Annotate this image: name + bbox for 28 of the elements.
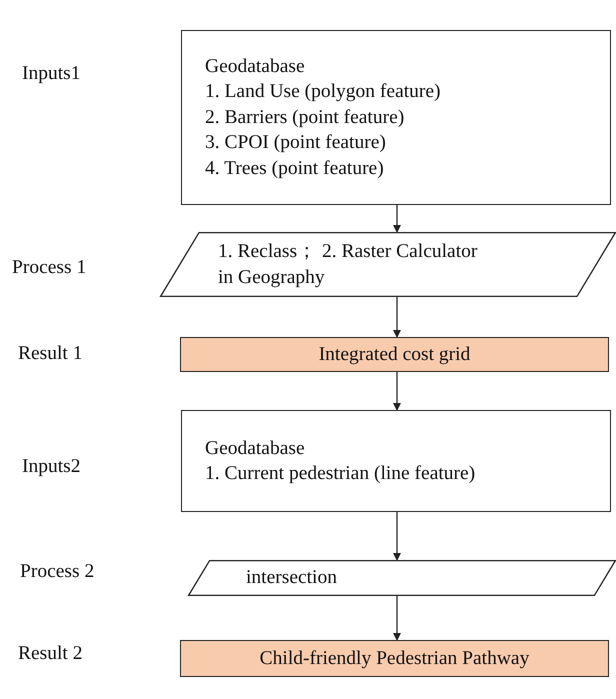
box-text: 1. Current pedestrian (line feature)	[205, 462, 476, 486]
arrow	[393, 372, 401, 411]
box-text: 2. Barriers (point feature)	[205, 106, 404, 130]
arrow	[393, 512, 401, 561]
input-box	[181, 30, 611, 205]
arrow	[393, 205, 401, 233]
input-box	[181, 410, 611, 512]
row-label: Result 2	[18, 643, 82, 665]
arrow	[393, 596, 401, 641]
arrow	[393, 297, 401, 338]
box-text: intersection	[246, 566, 337, 590]
row-label: Process 1	[12, 257, 86, 279]
box-text: Child-friendly Pedestrian Pathway	[260, 646, 530, 671]
box-heading: Geodatabase	[205, 436, 305, 461]
result-box	[180, 640, 609, 677]
row-label: Inputs2	[22, 456, 80, 478]
result-box	[180, 337, 609, 372]
box-text: 1. Reclass； 2. Raster Calculator in Geography	[218, 240, 478, 290]
box-text: Integrated cost grid	[318, 342, 470, 367]
box-text: 1. Land Use (polygon feature)	[205, 80, 441, 104]
box-text: 3. CPOI (point feature)	[205, 131, 386, 156]
box-text: 4. Trees (point feature)	[205, 156, 384, 181]
row-label: Process 2	[20, 561, 94, 583]
process-parallelogram	[160, 232, 616, 297]
box-heading: Geodatabase	[205, 55, 305, 80]
row-label: Result 1	[18, 343, 82, 365]
process-parallelogram	[188, 560, 616, 596]
row-label: Inputs1	[22, 63, 80, 85]
